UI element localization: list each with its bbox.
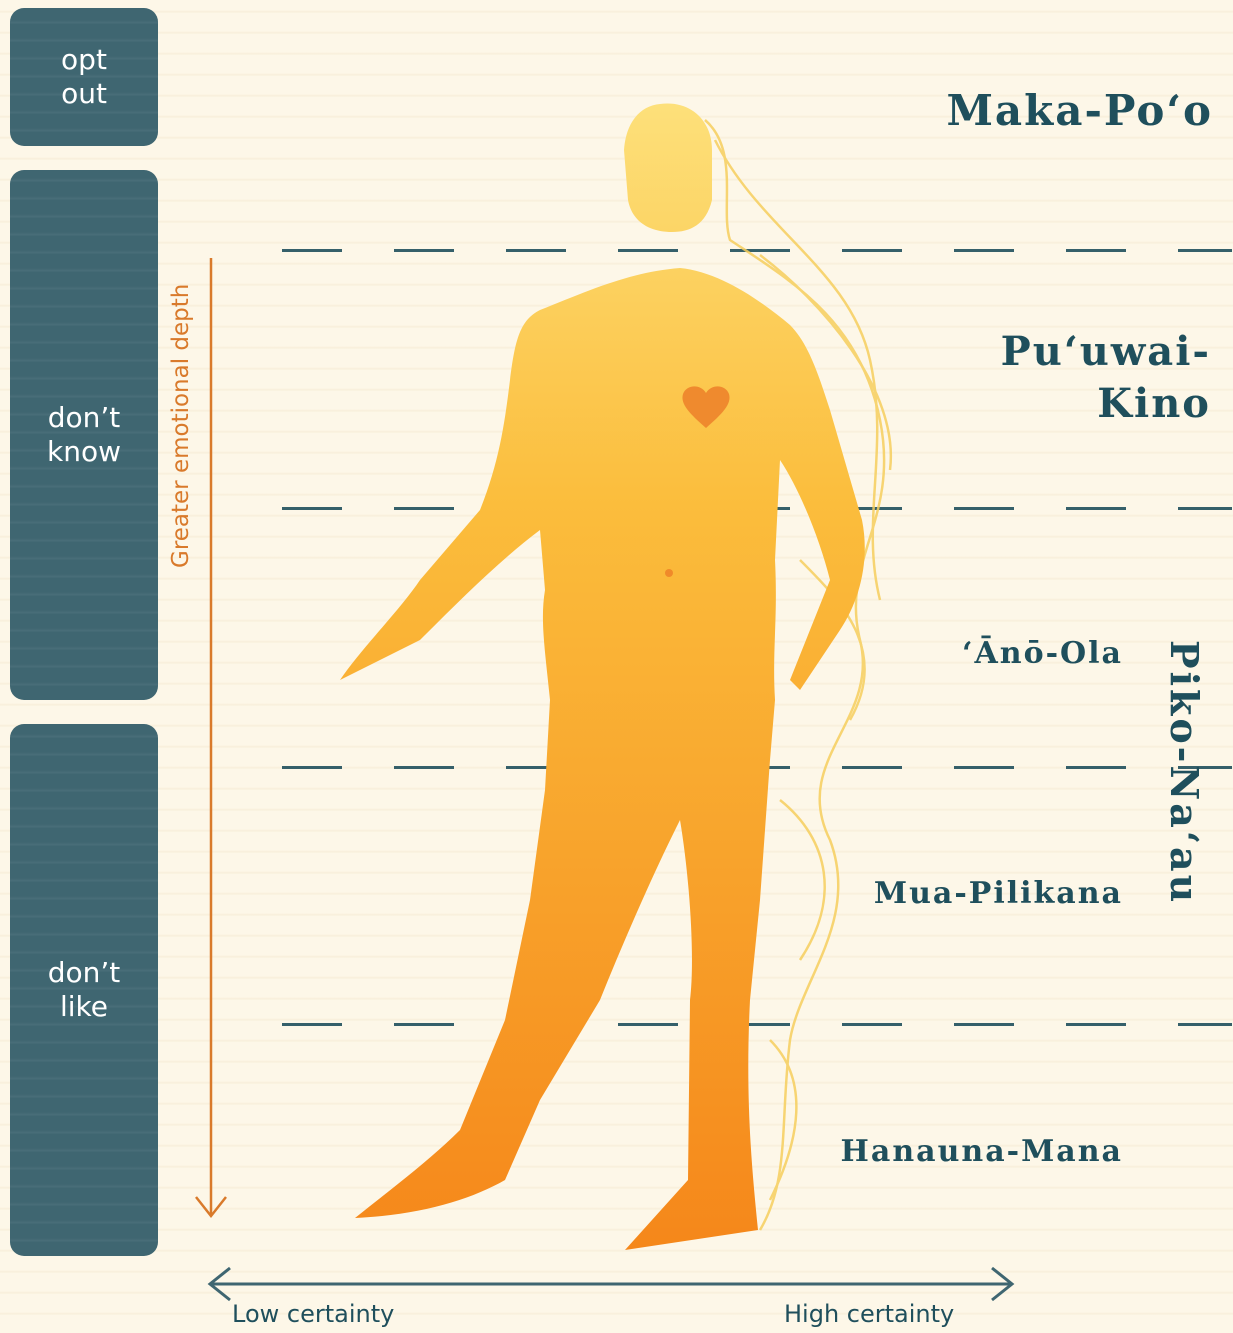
level-label-puuwai-kino: Pu‘uwai- Kino [1001,326,1211,430]
navel-dot [665,569,673,577]
horizontal-axis-arrow [210,1268,1012,1300]
group-label-piko-naau: Piko-Na‘au [1162,640,1207,905]
horizontal-axis-left-label: Low certainty [232,1300,394,1328]
vertical-axis-label: Greater emotional depth [168,256,204,596]
level-label-mua-pilikana: Mua-Pilikana [874,876,1123,911]
level-label-hanauna-mana: Hanauna-Mana [841,1134,1123,1169]
horizontal-axis-right-label: High certainty [784,1300,954,1328]
level-label-maka-poo: Maka-Po‘o [946,86,1213,135]
level-label-ano-ola: ‘Ānō-Ola [962,636,1123,671]
